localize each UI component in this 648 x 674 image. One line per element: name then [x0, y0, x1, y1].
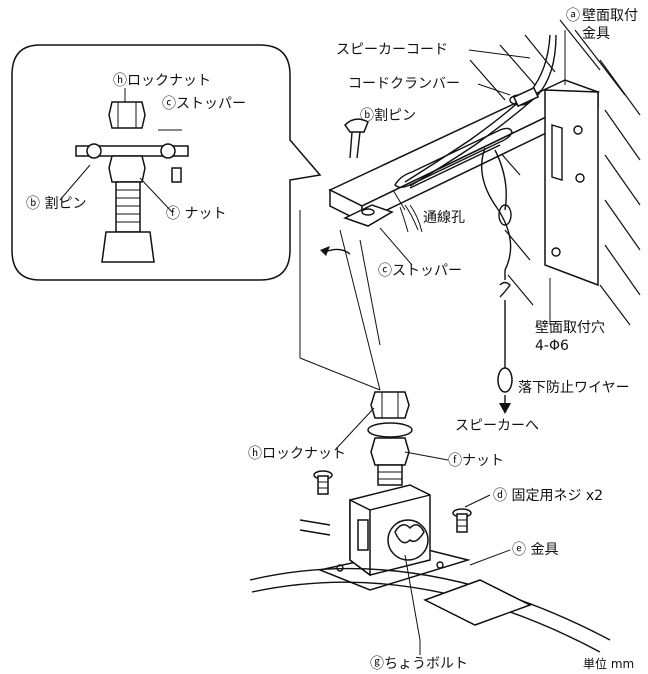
- label-locknut: ⓗロックナット: [248, 446, 346, 462]
- label-split-pin-top: ⓑ割ピン: [360, 107, 416, 124]
- speaker-top: [249, 519, 611, 653]
- connector-lines: [299, 210, 381, 391]
- label-wing-bolt: ⓖちょうボルト: [370, 656, 468, 672]
- fall-wire: [481, 147, 513, 414]
- mount-base: [317, 484, 471, 641]
- label-mount-hole-spec: 4-Φ6: [535, 338, 569, 354]
- wall-bracket: [328, 79, 600, 287]
- label-wire-hole: 通線孔: [423, 210, 465, 226]
- label-unit: 単位 mm: [583, 656, 634, 671]
- label-wall-bracket-2: 金具: [582, 26, 610, 42]
- inset-label-nut: ⓕ ナット: [166, 206, 226, 222]
- label-fall-wire: 落下防止ワイヤー: [518, 380, 630, 396]
- label-bracket: ⓔ 金具: [512, 542, 558, 558]
- inset-label-locknut: ⓗロックナット: [113, 73, 211, 89]
- label-fixing-screw: ⓓ 固定用ネジ x2: [493, 488, 603, 504]
- label-nut: ⓕナット: [448, 453, 504, 469]
- label-speaker-cord: スピーカーコード: [336, 42, 448, 58]
- label-wall-bracket: 壁面取付: [582, 8, 638, 24]
- fixing-screw-right: [452, 508, 472, 533]
- leader-lines: [334, 30, 566, 655]
- label-cord-clamper: コードクランバー: [348, 76, 460, 92]
- bolt-assembly: [367, 391, 413, 486]
- label-to-speaker: スピーカーへ: [455, 418, 539, 434]
- label-stopper: ⓒストッパー: [378, 263, 462, 279]
- label-mount-hole: 壁面取付穴: [535, 320, 605, 336]
- inset-label-stopper: ⓒストッパー: [162, 96, 246, 112]
- speaker-cord: [399, 34, 557, 233]
- split-pin-top: [344, 118, 369, 159]
- inset-label-split-pin: ⓑ 割ピン: [26, 195, 86, 212]
- fixing-screw-left: [313, 470, 333, 495]
- callout-inset: ⓗロックナット ⓒストッパー ⓑ 割ピン ⓕ ナット: [11, 44, 322, 281]
- inset-bolt: [59, 88, 189, 263]
- label-a-mark: ⓐ: [566, 8, 580, 24]
- stopper-top: [320, 204, 394, 256]
- arrow-down-icon: [499, 403, 511, 414]
